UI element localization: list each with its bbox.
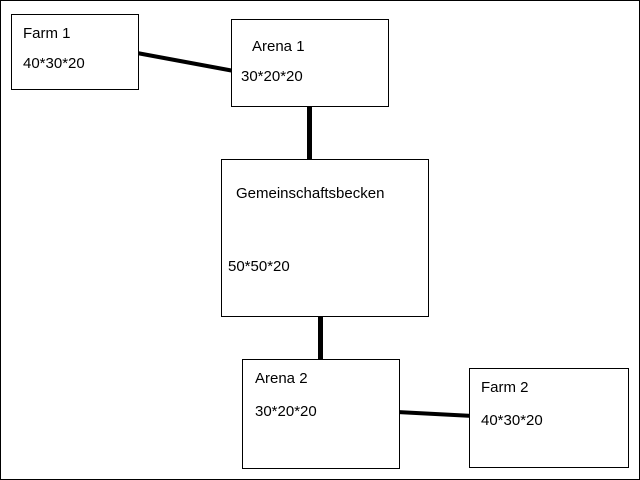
node-arena1-dimensions: 30*20*20 [241, 68, 303, 85]
node-farm1[interactable]: Farm 1 40*30*20 [11, 14, 139, 90]
node-farm2[interactable]: Farm 2 40*30*20 [469, 368, 629, 468]
node-arena2-dimensions: 30*20*20 [255, 403, 317, 420]
edge-gemeinschaftsbecken-to-arena2 [318, 315, 323, 361]
node-gemeinschaftsbecken-dimensions: 50*50*20 [228, 258, 290, 275]
node-gemeinschaftsbecken-title: Gemeinschaftsbecken [236, 185, 385, 202]
node-arena2[interactable]: Arena 2 30*20*20 [242, 359, 400, 469]
node-farm1-title: Farm 1 [23, 25, 71, 42]
node-gemeinschaftsbecken[interactable]: Gemeinschaftsbecken 50*50*20 [221, 159, 429, 317]
edge-arena1-to-gemeinschaftsbecken [307, 105, 312, 161]
edge-farm1-to-arena1 [136, 51, 234, 73]
node-arena1-title: Arena 1 [252, 38, 305, 55]
edge-arena2-to-farm2 [396, 410, 472, 418]
node-farm2-dimensions: 40*30*20 [481, 412, 543, 429]
node-arena1[interactable]: Arena 1 30*20*20 [231, 19, 389, 107]
node-arena2-title: Arena 2 [255, 370, 308, 387]
node-farm2-title: Farm 2 [481, 379, 529, 396]
node-farm1-dimensions: 40*30*20 [23, 55, 85, 72]
